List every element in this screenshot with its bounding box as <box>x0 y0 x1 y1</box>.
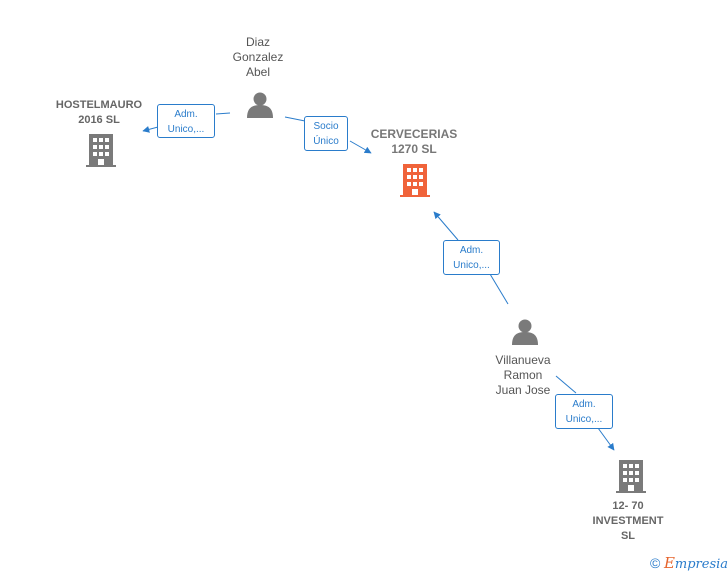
building-icon-investment[interactable] <box>616 460 646 493</box>
node-label-villanueva[interactable]: Villanueva Ramon Juan Jose <box>478 353 568 398</box>
edge-label-line: Unico,... <box>565 414 603 425</box>
edge-label-line: Adm. <box>459 245 484 256</box>
node-label-line: INVESTMENT <box>592 515 664 527</box>
edge-label-line: Único <box>313 136 339 147</box>
edge-villanueva-investment-arrow <box>597 427 615 451</box>
edge-label-villanueva-cervecerias[interactable]: Adm. Unico,... <box>443 240 500 275</box>
node-label-line: Ramon <box>503 368 543 382</box>
edge-diaz-hostelmauro <box>215 112 231 115</box>
node-label-line: HOSTELMAURO <box>55 99 143 111</box>
edge-label-line: Socio <box>313 121 339 132</box>
node-label-line: Diaz <box>245 35 270 49</box>
edge-label-line: Adm. <box>174 109 198 120</box>
node-label-line: Abel <box>245 65 271 79</box>
node-label-line: 1270 SL <box>391 142 437 156</box>
node-label-cervecerias[interactable]: CERVECERIAS 1270 SL <box>354 127 474 157</box>
node-label-investment[interactable]: 12- 70 INVESTMENT SL <box>578 499 678 544</box>
node-label-diaz[interactable]: Diaz Gonzalez Abel <box>218 35 298 80</box>
edge-label-line: Unico,... <box>453 260 490 271</box>
edge-label-diaz-cervecerias[interactable]: Socio Único <box>304 116 348 151</box>
node-label-line: SL <box>620 530 636 542</box>
edge-villanueva-cervecerias-arrow <box>433 211 459 241</box>
node-label-line: CERVECERIAS <box>370 127 458 141</box>
node-label-line: Villanueva <box>495 353 551 367</box>
node-label-line: Gonzalez <box>232 50 284 64</box>
node-label-hostelmauro[interactable]: HOSTELMAURO 2016 SL <box>44 98 154 128</box>
node-label-line: 2016 SL <box>78 114 120 126</box>
brand-name: mpresia <box>674 557 728 572</box>
person-icon-diaz[interactable] <box>247 92 273 119</box>
node-label-line: 12- 70 <box>612 500 644 512</box>
edge-villanueva-cervecerias <box>489 273 509 305</box>
building-icon-hostelmauro[interactable] <box>86 134 116 167</box>
node-label-line: Juan Jose <box>495 383 551 397</box>
edge-diaz-cervecerias <box>284 116 306 122</box>
edge-villanueva-investment <box>555 375 577 394</box>
edge-label-diaz-hostelmauro[interactable]: Adm. Unico,... <box>157 104 215 138</box>
edge-label-villanueva-investment[interactable]: Adm. Unico,... <box>555 394 613 429</box>
edge-label-line: Unico,... <box>167 124 205 135</box>
brand-initial: E <box>663 554 675 572</box>
brand-logo: © Empresia <box>650 554 728 572</box>
edge-diaz-hostelmauro-arrow <box>142 125 159 133</box>
copyright-symbol: © <box>650 555 661 571</box>
person-icon-villanueva[interactable] <box>512 319 538 346</box>
edge-label-line: Adm. <box>572 399 596 410</box>
edge-diaz-cervecerias-arrow <box>349 140 372 154</box>
building-icon-cervecerias[interactable] <box>400 164 430 197</box>
